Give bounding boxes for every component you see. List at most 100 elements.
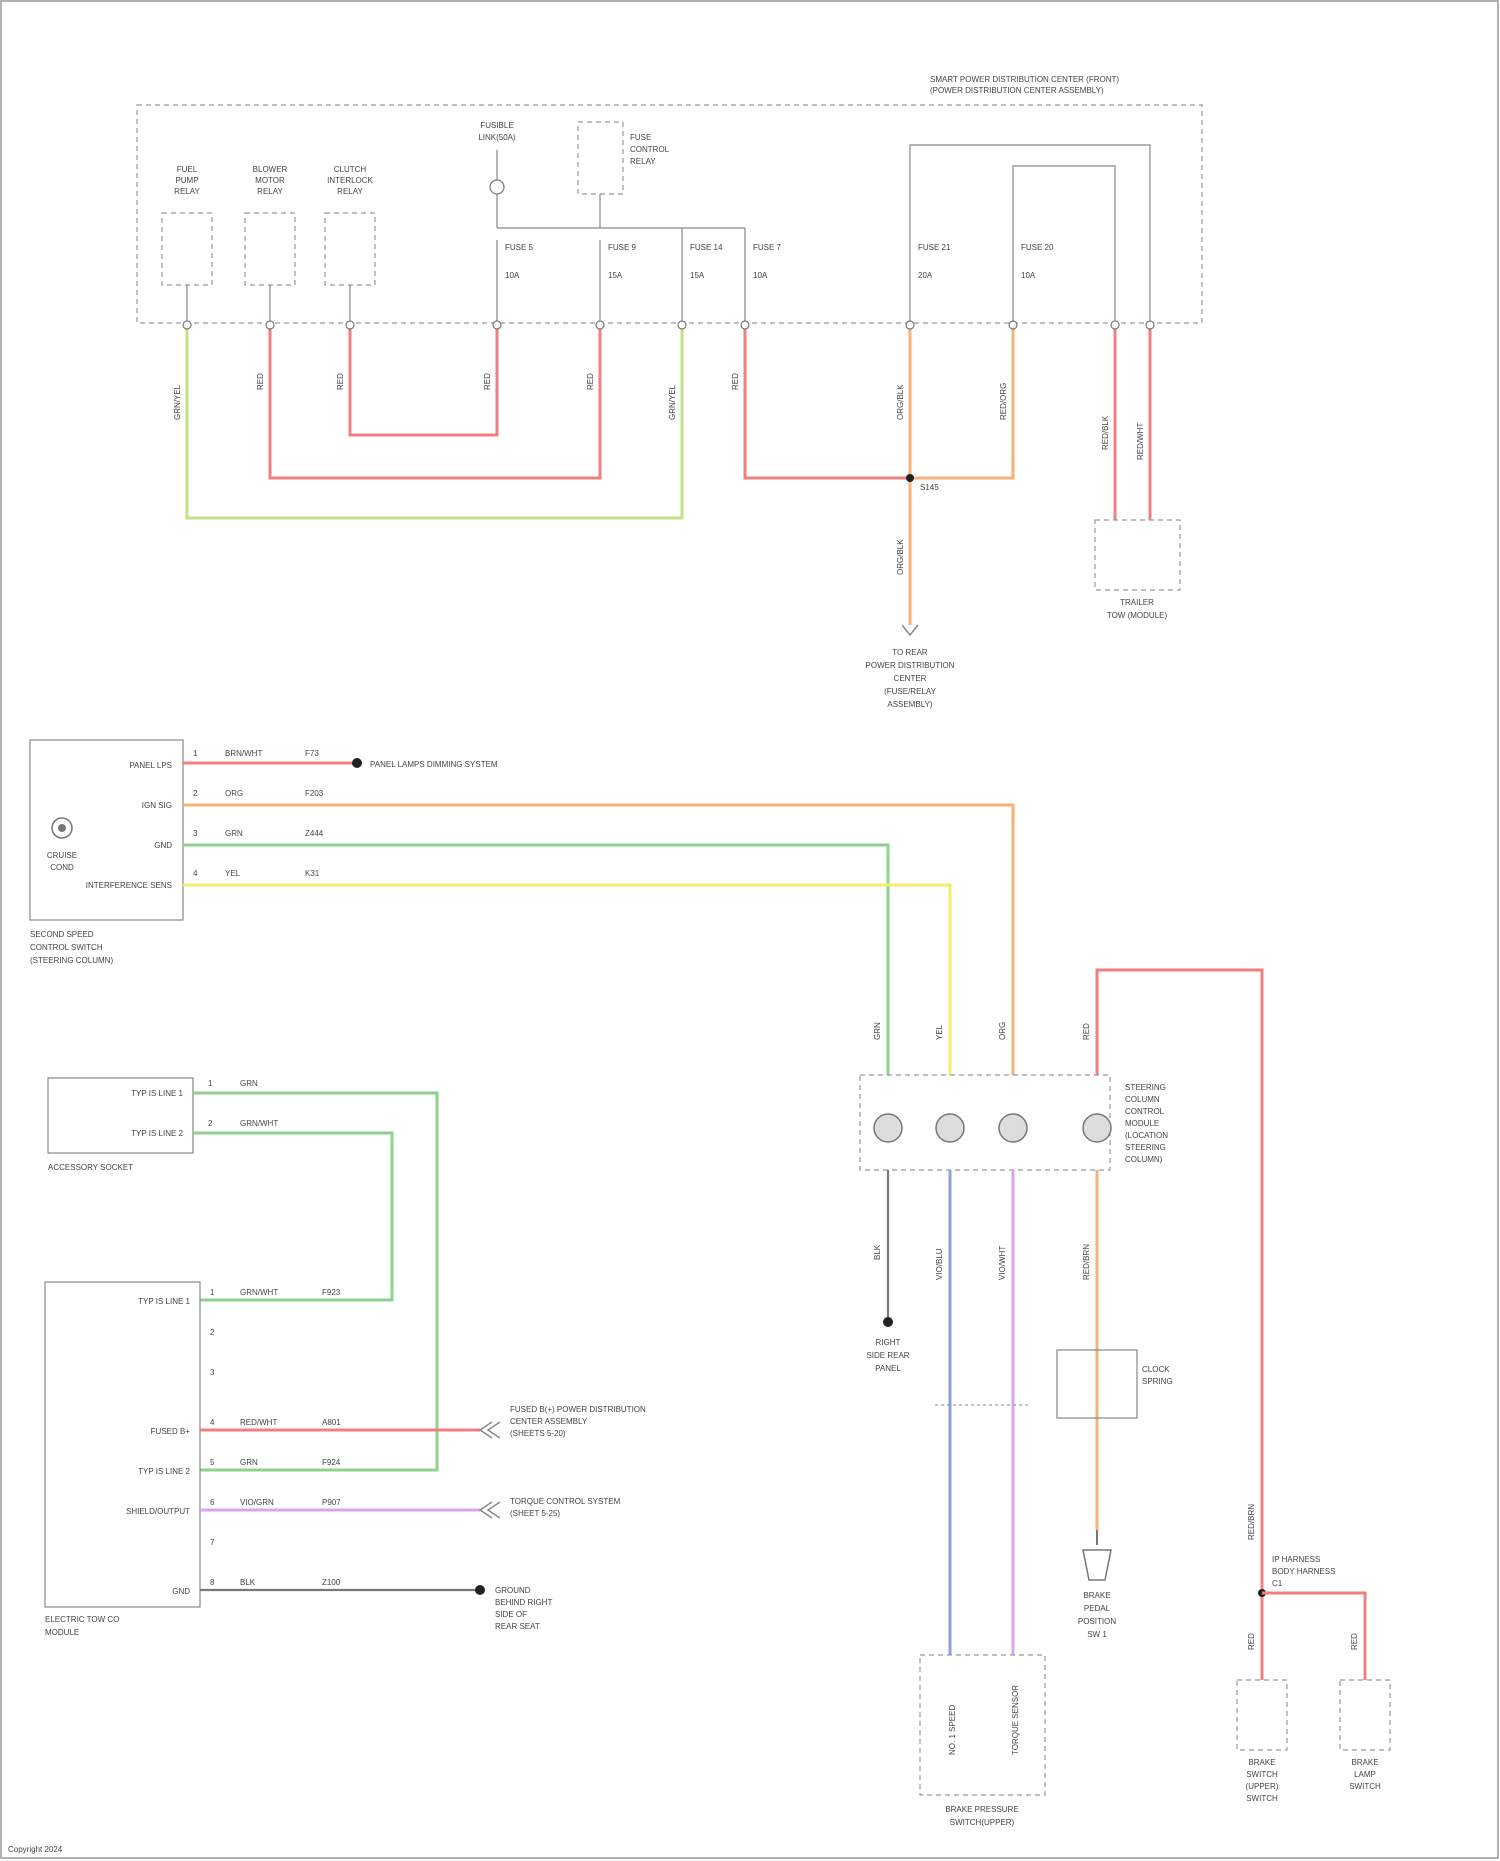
ground-left-l2: SIDE REAR [866, 1351, 909, 1360]
brake-pedal-l4: SW 1 [1087, 1630, 1107, 1639]
top-wire-labels: GRN/YEL RED RED RED RED GRN/YEL RED ORG/… [173, 373, 1145, 575]
blower-relay-l1: BLOWER [253, 165, 288, 174]
access-line2-wire [193, 1133, 392, 1300]
rear-pdc-l1: TO REAR [892, 648, 928, 657]
module-pin-label: FUSED B+ [151, 1427, 191, 1436]
access-pin-label: TYP IS LINE 2 [131, 1129, 183, 1138]
access-pin-num: 2 [208, 1119, 213, 1128]
module-caption-2: MODULE [45, 1628, 79, 1637]
clutch-relay-l3: RELAY [337, 187, 363, 196]
column-label: COLUMN) [1125, 1155, 1163, 1164]
module-pin-num: 3 [210, 1368, 215, 1377]
switch-wire-color: ORG [225, 789, 243, 798]
module-pin-num: 7 [210, 1538, 215, 1547]
connector-t2: TORQUE SENSOR [1011, 1685, 1020, 1755]
top-box-pins [183, 321, 1154, 329]
column-in-wire: YEL [935, 1024, 944, 1040]
rear-pdc-l3: CENTER [894, 674, 927, 683]
switch-pin-label: INTERFERENCE SENS [86, 881, 172, 890]
fuse-name: FUSE 14 [690, 243, 723, 252]
column-label: MODULE [1125, 1119, 1159, 1128]
fuse-control-relay-l3: RELAY [630, 157, 656, 166]
module-wire-color: GRN/WHT [240, 1288, 278, 1297]
cruise-button-icon [52, 818, 72, 838]
column-out-wire: VIO/WHT [998, 1246, 1007, 1280]
ref-fused-l1: FUSED B(+) POWER DISTRIBUTION [510, 1405, 646, 1414]
brake-switch-upper [1237, 1680, 1287, 1750]
column-red-feed [1097, 970, 1262, 1600]
wire-label: ORG/BLK [896, 539, 905, 575]
switch-pins: PANEL LPS IGN SIG GND INTERFERENCE SENS … [86, 749, 324, 890]
switch-pin-label: PANEL LPS [129, 761, 172, 770]
rear-pdc-l2: POWER DISTRIBUTION [866, 661, 955, 670]
module-wire-color: GRN [240, 1458, 258, 1467]
fuse: FUSE 21 20A [910, 240, 951, 325]
access-pin-num: 1 [208, 1079, 213, 1088]
lower-wire-label: RED [1350, 1633, 1359, 1650]
trailer-tow-module [1095, 520, 1180, 590]
column-label: STEERING [1125, 1143, 1166, 1152]
sw-left-l1: BRAKE [1248, 1758, 1275, 1767]
fuse-name: FUSE 9 [608, 243, 637, 252]
red-wire-3 [745, 325, 910, 478]
wire-label: RED [336, 373, 345, 390]
fuse: FUSE 9 15A [600, 240, 637, 325]
ref-fused-l2: CENTER ASSEMBLY [510, 1417, 588, 1426]
column-label: COLUMN [1125, 1095, 1160, 1104]
fuel-pump-relay-l1: FUEL [177, 165, 198, 174]
wire-label: GRN/YEL [668, 384, 677, 420]
grn-yel-wire [187, 325, 682, 518]
fuse-name: FUSE 5 [505, 243, 534, 252]
interference-wire [183, 885, 950, 1075]
fuse-name: FUSE 20 [1021, 243, 1054, 252]
pdc-title-2: (POWER DISTRIBUTION CENTER ASSEMBLY) [930, 86, 1104, 95]
ref-shield-l2: (SHEET 5-25) [510, 1509, 560, 1518]
access-line1-wire [193, 1093, 437, 1470]
module-pin-num: 2 [210, 1328, 215, 1337]
fuse-amp: 10A [1021, 271, 1036, 280]
brake-pedal-l1: BRAKE [1083, 1591, 1110, 1600]
clutch-relay-l2: INTERLOCK [327, 176, 373, 185]
column-in-wire: RED [1082, 1023, 1091, 1040]
module-circuit: F924 [322, 1458, 341, 1467]
access-wire-color: GRN/WHT [240, 1119, 278, 1128]
power-distribution-box [137, 105, 1202, 323]
lower-wire-label: RED/BRN [1247, 1504, 1256, 1540]
column-out-wire: BLK [873, 1244, 882, 1260]
tow-module-box [45, 1282, 200, 1607]
wire-label: RED [586, 373, 595, 390]
fused-b-connector-icon [480, 1422, 500, 1438]
rear-pdc-l5: ASSEMBLY) [887, 700, 933, 709]
fuel-pump-relay-l3: RELAY [174, 187, 200, 196]
column-out-wire: VIO/BLU [935, 1248, 944, 1280]
wire-label: RED [731, 373, 740, 390]
switch-pin-num: 4 [193, 869, 198, 878]
sw-right-l1: BRAKE [1351, 1758, 1378, 1767]
footer-text: Copyright 2024 [8, 1845, 63, 1854]
sw-right-l2: LAMP [1354, 1770, 1376, 1779]
switch-wire-color: BRN/WHT [225, 749, 262, 758]
fuse-name: FUSE 7 [753, 243, 782, 252]
fuse-control-relay-l1: FUSE [630, 133, 651, 142]
blower-motor-relay: BLOWER MOTOR RELAY [245, 165, 295, 325]
access-pin-label: TYP IS LINE 1 [131, 1089, 183, 1098]
brake-pedal-l3: POSITION [1078, 1617, 1116, 1626]
fuse: FUSE 20 10A [1013, 240, 1054, 325]
brake-pressure-module [920, 1655, 1045, 1795]
fuse: FUSE 14 15A [682, 240, 723, 325]
column-label: STEERING [1125, 1083, 1166, 1092]
fusible-link-l2: LINK(50A) [478, 133, 516, 142]
ref-fused-l3: (SHEETS 5-20) [510, 1429, 566, 1438]
column-in-wire: GRN [873, 1022, 882, 1040]
fuse-control-relay: FUSE CONTROL RELAY [578, 122, 670, 228]
blower-relay-l2: MOTOR [255, 176, 285, 185]
top-wires [187, 325, 1150, 625]
rear-pdc-connector [902, 625, 918, 635]
wire-label: RED [483, 373, 492, 390]
harness-l2: BODY HARNESS [1272, 1567, 1335, 1576]
sw-left-l3: (UPPER) [1246, 1782, 1279, 1791]
ground-left-l3: PANEL [875, 1364, 901, 1373]
column-out-wire: RED/BRN [1082, 1244, 1091, 1280]
switch-circuit: Z444 [305, 829, 324, 838]
module-caption-1: ELECTRIC TOW CO [45, 1615, 119, 1624]
